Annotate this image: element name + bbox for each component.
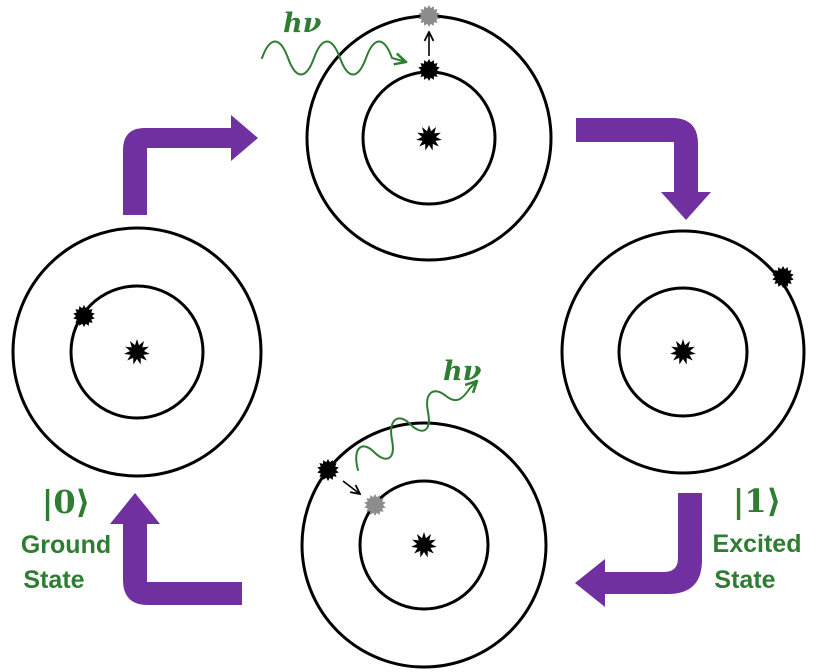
nucleus-icon [670,339,696,365]
electron-icon [73,305,95,327]
excited-state-label: |1⟩ Excited State [713,482,802,594]
electron-icon [317,459,339,481]
nucleus-icon [411,532,437,558]
arrow-excited-to-emission [575,493,702,607]
nucleus-icon [124,339,150,365]
absorption-atom: hν [261,5,553,262]
nucleus-icon [416,125,442,151]
outer-orbit [11,226,263,478]
transition-arrow-icon [342,480,360,494]
arrow-emission-to-ground [110,493,242,605]
outer-orbit [300,421,548,669]
electron-excited-icon [418,5,440,27]
photon-label: hν [443,356,482,387]
ground-ket: |0⟩ [42,483,91,521]
photon-label: hν [283,8,322,39]
photon-wave-icon [261,40,406,76]
inner-orbit [358,479,490,611]
arrow-ground-to-absorption [123,115,258,215]
electron-deexcited-icon [364,494,386,516]
excited-label-line2: State [714,566,775,594]
outer-orbit [560,229,806,475]
excited-state-atom [560,229,806,475]
electron-icon [772,266,794,288]
inner-orbit [617,286,749,418]
ground-label-line2: State [23,566,84,594]
ground-state-atom [11,226,263,478]
inner-orbit [69,284,205,420]
cycle-arrows [110,115,711,607]
ground-label-line1: Ground [21,531,111,559]
emission-atom: hν [300,356,548,669]
excited-ket: |1⟩ [733,482,782,520]
photon-wave-icon [355,381,477,471]
excited-label-line1: Excited [713,530,802,558]
electron-icon [418,59,440,81]
arrow-absorption-to-excited [576,118,711,220]
ground-state-label: |0⟩ Ground State [21,483,111,594]
